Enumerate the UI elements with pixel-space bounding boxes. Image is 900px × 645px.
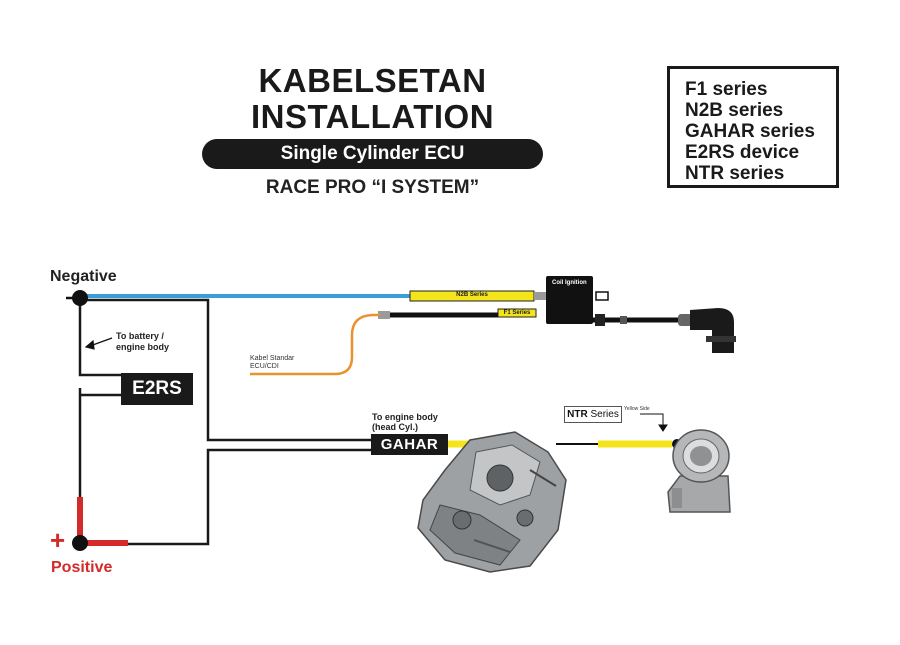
coil-terminal — [595, 291, 609, 301]
throttle-body-image — [667, 429, 731, 513]
to-battery-line1: To battery / — [116, 331, 164, 341]
to-battery-line2: engine body — [116, 342, 170, 352]
negative-label: Negative — [50, 268, 117, 285]
engine-body-line2: (head Cyl.) — [372, 422, 419, 432]
engine-cylinder-head-image — [417, 431, 567, 573]
series-item: N2B series — [685, 100, 784, 121]
coil-ignition-label: Coil Ignition — [552, 280, 587, 286]
ht-connector-2 — [620, 316, 627, 324]
to-battery-label: To battery / engine body — [116, 331, 169, 353]
subtitle: RACE PRO “I SYSTEM” — [265, 177, 480, 198]
n2b-grey-connector — [534, 292, 548, 300]
ht-connector-3 — [678, 314, 692, 326]
yellow-side-arrow — [640, 413, 668, 432]
f1-cable-label: F1 Series — [503, 310, 531, 316]
plus-sign: + — [50, 525, 66, 555]
kabel-standar-label: Kabel Standar ECU/CDI — [250, 355, 294, 371]
f1-grey-connector — [378, 311, 390, 319]
arrow-icon — [84, 337, 113, 350]
series-item: NTR series — [685, 163, 785, 184]
kabel-standar-line1: Kabel Standar — [250, 355, 295, 362]
ntr-series-label: NTR Series — [564, 406, 622, 423]
ht-connector-1 — [595, 314, 605, 326]
series-list-box: F1 series N2B series GAHAR series E2RS d… — [667, 66, 839, 188]
ntr-bold-text: NTR — [567, 409, 588, 420]
series-item: F1 series — [685, 79, 768, 100]
gahar-device: GAHAR — [371, 434, 448, 455]
ecu-standard-wire — [250, 313, 380, 376]
ntr-rest-text: Series — [587, 409, 619, 420]
kabel-standar-line2: ECU/CDI — [250, 363, 279, 370]
series-item: E2RS device — [685, 142, 800, 163]
yellow-side-label: Yellow Side — [624, 406, 650, 412]
coil-ignition-body — [546, 276, 593, 324]
engine-body-line1: To engine body — [372, 412, 438, 422]
page-title-line1: KABELSETAN — [258, 62, 487, 99]
engine-body-label: To engine body (head Cyl.) — [372, 412, 438, 432]
positive-label: Positive — [51, 559, 113, 576]
series-item: GAHAR series — [685, 121, 815, 142]
e2rs-device: E2RS — [121, 373, 193, 405]
positive-terminal-dot — [72, 535, 88, 551]
spark-plug-cap — [690, 308, 736, 353]
ecu-type-pill: Single Cylinder ECU — [202, 139, 543, 169]
negative-terminal-dot — [72, 290, 88, 306]
n2b-cable-label: N2B Series — [456, 292, 488, 298]
